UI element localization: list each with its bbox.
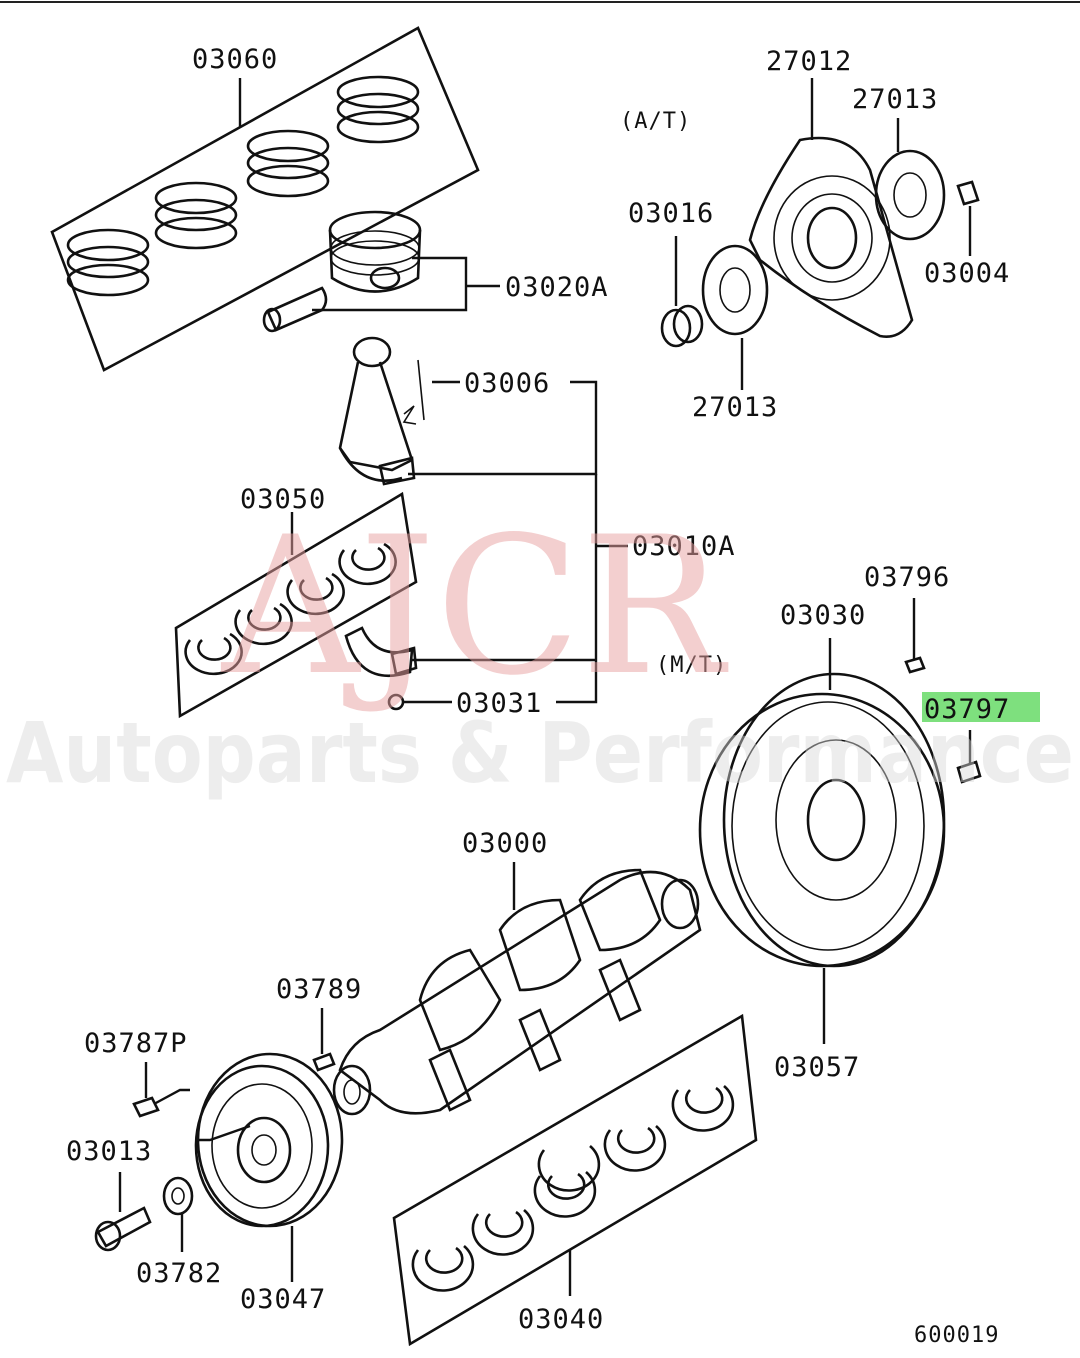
pulley-drawing <box>94 1008 344 1282</box>
label-03787P: 03787P <box>84 1028 188 1059</box>
label-27013-bottom: 27013 <box>692 392 778 423</box>
conrod-bearings-drawing <box>174 491 418 719</box>
label-mt: (M/T) <box>656 653 727 678</box>
label-03016: 03016 <box>628 198 714 229</box>
label-27013-top: 27013 <box>852 84 938 115</box>
watermark: AJCR Autoparts & Performance <box>6 496 1074 802</box>
label-at: (A/T) <box>620 109 691 134</box>
label-03797: 03797 <box>924 694 1010 725</box>
label-03050: 03050 <box>240 484 326 515</box>
label-03057: 03057 <box>774 1052 860 1083</box>
label-03020A: 03020A <box>505 272 609 303</box>
piston-rings-drawing <box>50 26 480 372</box>
main-bearings-drawing <box>392 1013 758 1347</box>
watermark-logo: AJCR <box>220 496 729 717</box>
label-27012: 27012 <box>766 46 852 77</box>
label-03060: 03060 <box>192 44 278 75</box>
label-03013: 03013 <box>66 1136 152 1167</box>
rod-cap-drawing <box>344 626 598 711</box>
label-03000: 03000 <box>462 828 548 859</box>
label-03796: 03796 <box>864 562 950 593</box>
diagram-code: 600019 <box>914 1323 999 1348</box>
label-03006: 03006 <box>464 368 550 399</box>
label-03010A: 03010A <box>632 531 736 562</box>
label-03031: 03031 <box>456 688 542 719</box>
drive-plate-drawing <box>660 78 980 390</box>
label-03030: 03030 <box>780 600 866 631</box>
highlight-03797 <box>922 692 1040 722</box>
label-03040: 03040 <box>518 1304 604 1335</box>
connecting-rod-drawing <box>338 336 628 660</box>
watermark-tagline: Autoparts & Performance <box>6 704 1074 802</box>
piston-drawing <box>262 210 500 333</box>
flywheel-drawing <box>698 598 982 1044</box>
label-03047: 03047 <box>240 1284 326 1315</box>
label-03789: 03789 <box>276 974 362 1005</box>
crankshaft-drawing <box>332 862 702 1116</box>
label-03004: 03004 <box>924 258 1010 289</box>
label-03782: 03782 <box>136 1258 222 1289</box>
